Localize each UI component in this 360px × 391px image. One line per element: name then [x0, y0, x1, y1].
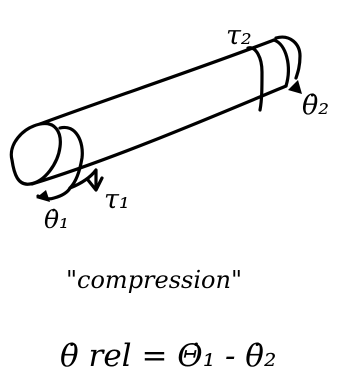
compression-annotation: "compression"	[66, 266, 242, 294]
relative-rate-equation: θ̇ rel = Θ̇₁ - θ̇₂	[60, 338, 276, 374]
tau-2-label: τ₂	[226, 20, 252, 51]
tau-1-label: τ₁	[104, 184, 130, 215]
shaft-bottom-edge	[30, 84, 288, 186]
shaft	[9, 38, 290, 186]
theta-dot-2-label: θ̇₂	[302, 90, 329, 121]
curved-arrow-icon	[246, 46, 264, 112]
shaft-end-cap	[9, 121, 62, 186]
theta-dot-1-label: θ̇₁	[44, 205, 69, 234]
torque-arrow-right	[246, 35, 302, 112]
shaft-top-edge	[38, 38, 276, 126]
torque-arrow-left	[36, 125, 104, 202]
shaft-right-end	[272, 38, 290, 88]
